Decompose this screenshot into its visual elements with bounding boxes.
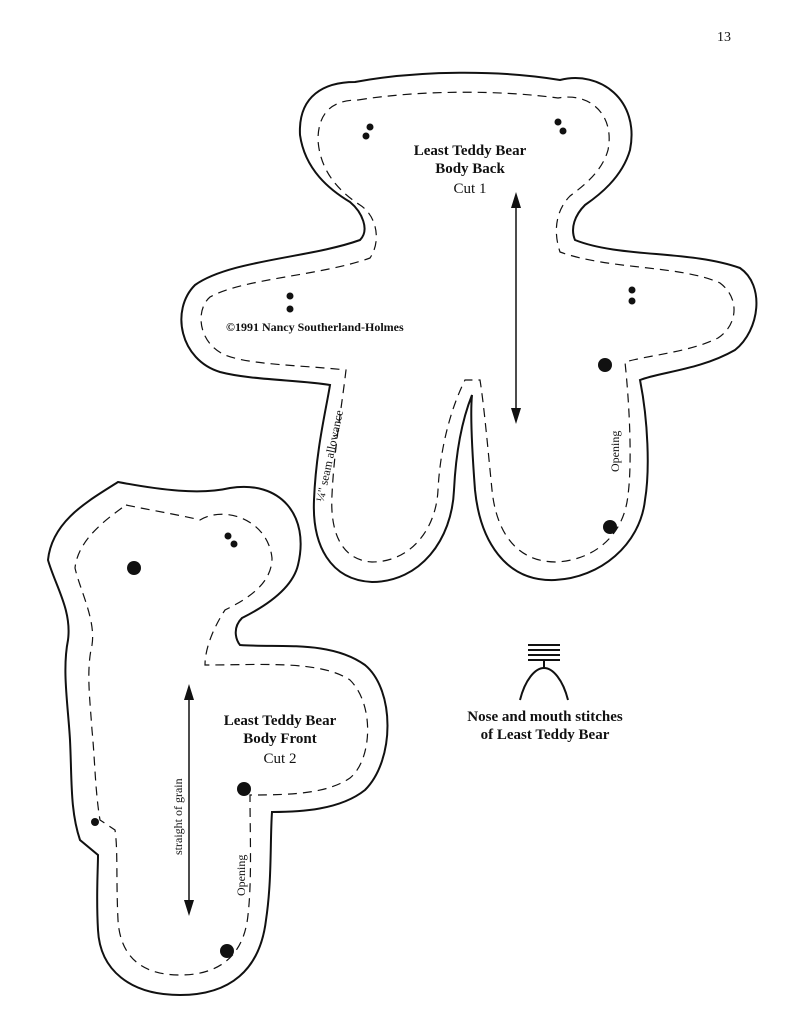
- nose-mouth-stitch-diagram: [519, 644, 569, 701]
- stitch-caption: Nose and mouth stitches of Least Teddy B…: [430, 708, 660, 744]
- grain-label: straight of grain: [171, 778, 185, 855]
- copyright-notice: ©1991 Nancy Southerland-Holmes: [226, 320, 404, 334]
- body-front-title-line1: Least Teddy Bear: [223, 713, 337, 729]
- marker-dot: [554, 118, 562, 126]
- stitch-caption-line2: of Least Teddy Bear: [480, 727, 610, 743]
- body-back-cut: Cut 1: [453, 181, 487, 197]
- body-front-title-line2: Body Front: [243, 731, 317, 747]
- body-front-cut: Cut 2: [263, 751, 297, 767]
- marker-dot: [91, 818, 99, 826]
- stitch-caption-line1: Nose and mouth stitches: [467, 709, 623, 725]
- body-front-title: Least Teddy Bear Body Front: [195, 712, 365, 748]
- marker-dot: [362, 132, 370, 140]
- eye-dot: [127, 561, 141, 575]
- marker-dot: [224, 532, 232, 540]
- body-back-outline: [180, 71, 758, 584]
- marker-dot: [286, 305, 294, 313]
- body-front-opening-label: Opening: [234, 854, 248, 896]
- body-front-seam-line: [74, 504, 369, 976]
- marker-dot: [230, 540, 238, 548]
- body-front-outline: [46, 480, 389, 997]
- opening-dot: [598, 358, 612, 372]
- marker-dot: [628, 286, 636, 294]
- opening-dot: [603, 520, 617, 534]
- marker-dot: [559, 127, 567, 135]
- body-back-seam-line: [200, 91, 735, 563]
- marker-dot: [366, 123, 374, 131]
- body-back-opening-label: Opening: [608, 430, 622, 472]
- body-back-title: Least Teddy Bear Body Back: [385, 142, 555, 178]
- body-back-title-line2: Body Back: [435, 161, 505, 177]
- opening-dot: [220, 944, 234, 958]
- page-number: 13: [717, 30, 731, 45]
- marker-dot: [286, 292, 294, 300]
- body-back-title-line1: Least Teddy Bear: [413, 143, 527, 159]
- opening-dot: [237, 782, 251, 796]
- marker-dot: [628, 297, 636, 305]
